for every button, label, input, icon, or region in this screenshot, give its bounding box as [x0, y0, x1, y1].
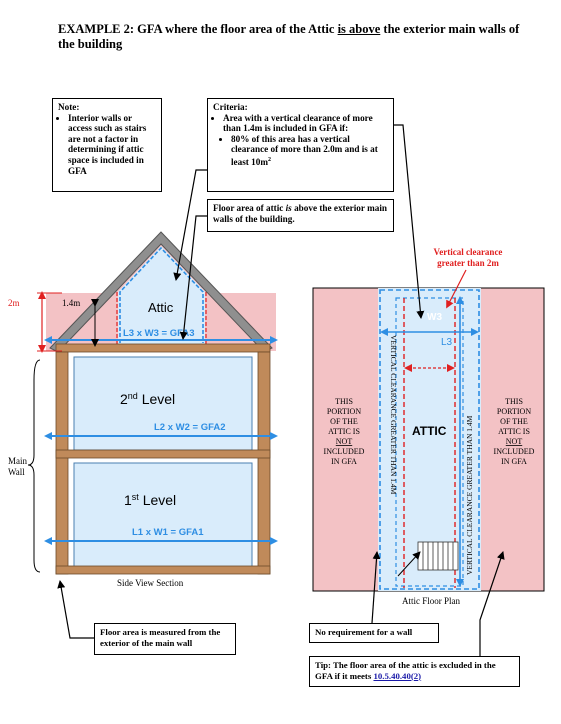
tip-link[interactable]: 10.5.40.40(2): [373, 670, 422, 681]
floor-measured-box: Floor area is measured from the exterior…: [94, 623, 236, 655]
svg-text:OF THE: OF THE: [500, 417, 528, 426]
main-wall-label-1: Main: [8, 456, 27, 466]
attic-label: Attic: [148, 300, 174, 315]
svg-text:OF THE: OF THE: [330, 417, 358, 426]
vertical-clearance-label-2: greater than 2m: [437, 258, 499, 268]
side-view-section: 2m 1.4m Attic L3 x W3 = GFA3 2nd Level L…: [8, 231, 278, 588]
first-level-formula: L1 x W1 = GFA1: [132, 527, 204, 538]
second-floor-slab: [55, 449, 271, 459]
svg-text:IN GFA: IN GFA: [501, 457, 527, 466]
note-bullet: Interior walls or access such as stairs …: [68, 113, 156, 177]
svg-text:NOT: NOT: [336, 437, 353, 446]
svg-text:INCLUDED: INCLUDED: [324, 447, 365, 456]
attic-formula: L3 x W3 = GFA3: [123, 328, 195, 339]
second-level-formula: L2 x W2 = GFA2: [154, 422, 226, 433]
callout-lines: [57, 124, 505, 656]
page-title: EXAMPLE 2: GFA where the floor area of t…: [58, 22, 520, 51]
main-wall-label-2: Wall: [8, 467, 25, 477]
second-level-label: 2nd Level: [120, 391, 175, 407]
side-view-caption: Side View Section: [117, 578, 184, 588]
svg-text:NOT: NOT: [506, 437, 523, 446]
svg-text:IN GFA: IN GFA: [331, 457, 357, 466]
left-portion-text: THIS PORTION OF THE ATTIC IS NOT INCLUDE…: [324, 397, 365, 466]
criteria-heading: Criteria:: [213, 102, 248, 112]
svg-text:PORTION: PORTION: [497, 407, 531, 416]
tip-box: Tip: The floor area of the attic is excl…: [309, 656, 520, 687]
svg-text:PORTION: PORTION: [327, 407, 361, 416]
dim-2m-label: 2m: [8, 298, 20, 308]
vertical-clearance-label-1: Vertical clearance: [434, 247, 503, 257]
criteria-sub-bullet: 80% of this area has a vertical clearanc…: [231, 134, 388, 168]
plan-caption: Attic Floor Plan: [402, 596, 460, 606]
svg-text:ATTIC IS: ATTIC IS: [498, 427, 530, 436]
stairs: [397, 541, 459, 577]
first-level-label: 1st Level: [124, 492, 176, 508]
svg-text:INCLUDED: INCLUDED: [494, 447, 535, 456]
no-wall-box: No requirement for a wall: [309, 623, 439, 643]
roof: [49, 231, 273, 353]
criteria-box: Criteria: Area with a vertical clearance…: [207, 98, 394, 192]
w3-label: W3: [427, 312, 442, 323]
attic-floor-plan: W3 L3 ATTIC VERTICAL CLEARANCE GREATER T…: [312, 247, 545, 606]
plan-attic-label: ATTIC: [412, 424, 447, 438]
vertical-clearance-left: VERTICAL CLEARANCE GREATER THAN 1.4M: [389, 335, 398, 495]
right-portion-text: THIS PORTION OF THE ATTIC IS NOT INCLUDE…: [494, 397, 535, 466]
svg-text:THIS: THIS: [505, 397, 523, 406]
note-box: Note: Interior walls or access such as s…: [52, 98, 162, 192]
floor-note-box: Floor area of attic is above the exterio…: [207, 199, 394, 232]
first-level-room: [73, 462, 253, 569]
vertical-clearance-right: VERTICAL CLEARANCE GREATER THAN 1.4M: [465, 415, 474, 575]
l3-label: L3: [441, 337, 453, 348]
dim-1-4m-label: 1.4m: [62, 298, 80, 308]
svg-text:ATTIC IS: ATTIC IS: [328, 427, 360, 436]
note-heading: Note:: [58, 102, 80, 112]
attic-floor: [55, 343, 271, 353]
criteria-bullet: Area with a vertical clearance of more t…: [223, 113, 388, 134]
svg-text:THIS: THIS: [335, 397, 353, 406]
ground-floor-slab: [55, 565, 271, 575]
